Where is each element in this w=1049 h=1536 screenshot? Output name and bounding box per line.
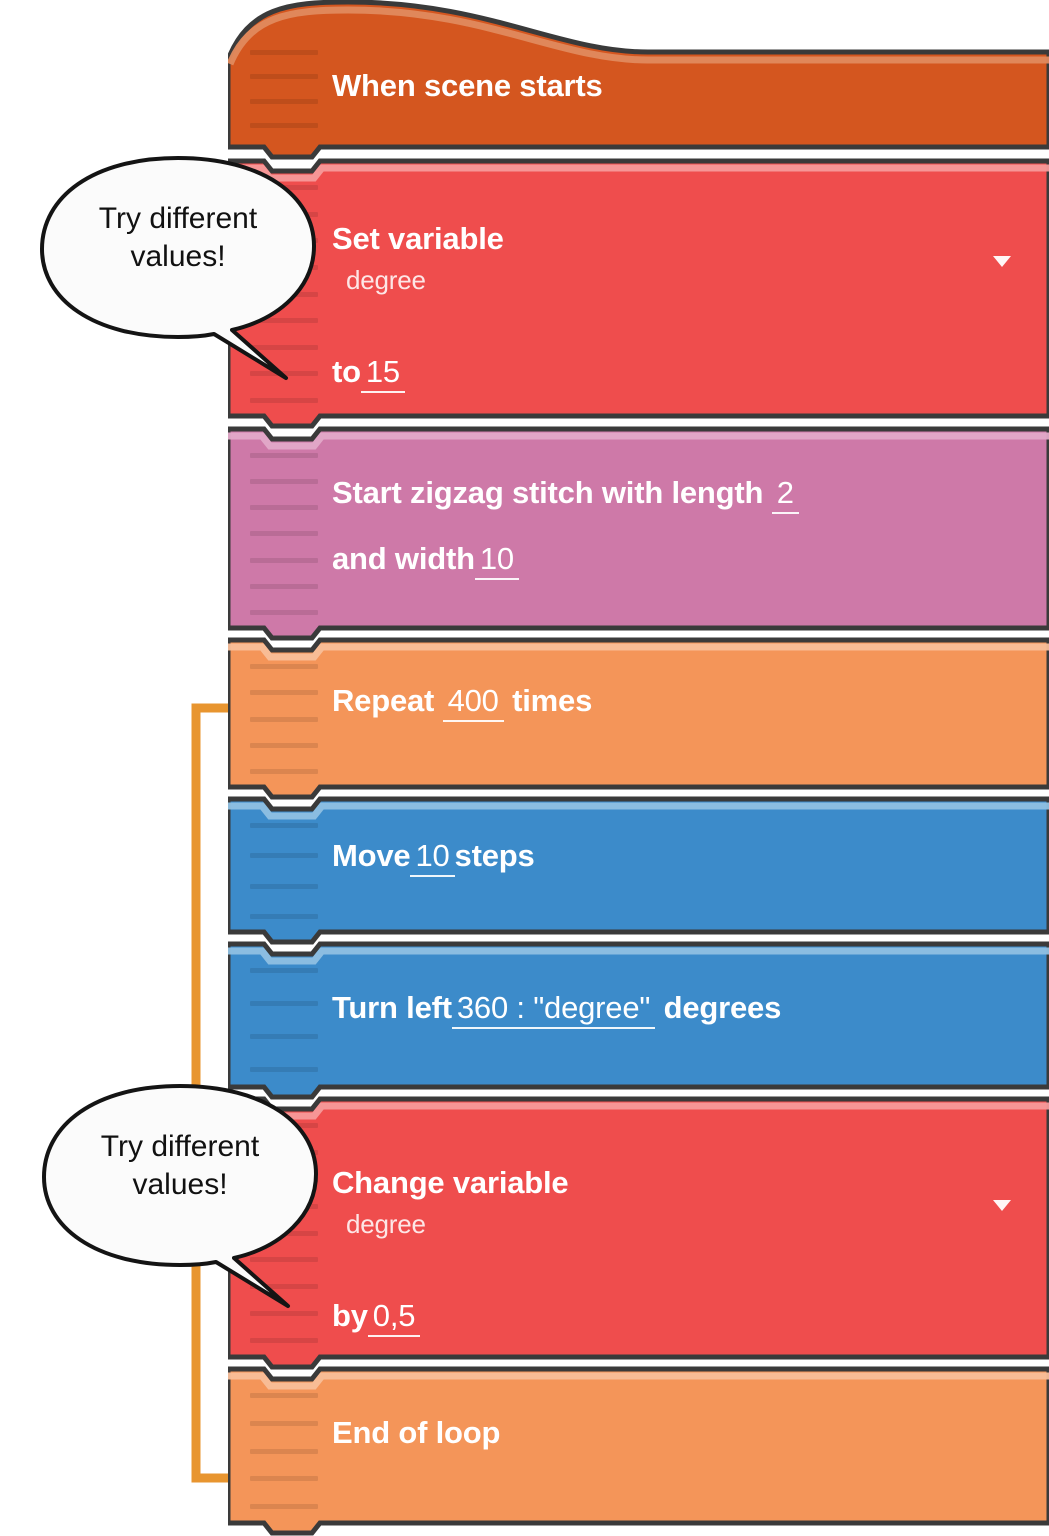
hint-bubble-top: Try different values! [18,150,338,390]
grip-line [250,1311,318,1317]
grip-line [250,968,318,973]
grip-line [250,769,318,774]
zigzag-width-label: and width [332,541,475,576]
block-repeat[interactable]: Repeat 400 times [228,636,1049,800]
grip-line [250,50,318,55]
grip-line [250,74,318,80]
zigzag-width-input[interactable]: 10 [474,541,519,580]
grip-line [250,1420,318,1426]
repeat-count-input[interactable]: 400 [442,683,504,722]
block-grip-handle[interactable] [250,664,318,774]
set-variable-value-input[interactable]: 15 [360,354,405,393]
grip-line [250,479,318,485]
hint-bubble-top-text: Try different values! [98,202,258,274]
move-steps-input[interactable]: 10 [410,838,455,877]
zigzag-length-row: Start zigzag stitch with length 2 [332,475,1049,514]
block-label-end-of-loop: End of loop [332,1415,501,1450]
grip-line [250,823,318,828]
turn-left-degrees-label: degrees [663,990,782,1025]
block-shape-loop-start [228,637,1049,800]
variable-name-degree[interactable]: degree [346,1209,426,1239]
block-shape-statement [228,158,1049,429]
grip-line [250,1338,318,1343]
grip-line [250,742,318,748]
block-end-of-loop[interactable]: End of loop [228,1365,1049,1536]
block-start-zigzag-stitch[interactable]: Start zigzag stitch with length 2 and wi… [228,425,1049,641]
by-label: by [332,1298,368,1333]
grip-line [250,557,318,563]
block-shape-statement [228,796,1049,945]
block-stack: When scene starts Set variable [228,0,1049,1536]
chevron-down-icon[interactable] [993,1200,1011,1211]
hint-bubble-bottom: Try different values! [28,1078,348,1318]
block-shape-loop-end [228,1366,1049,1536]
move-label: Move [332,838,411,873]
grip-line [250,1476,318,1482]
block-when-scene-starts[interactable]: When scene starts [228,0,1049,160]
grip-line [250,1257,318,1263]
zigzag-length-label: Start zigzag stitch with length [332,475,764,510]
grip-line [250,1067,318,1072]
block-label-change-variable: Change variable [332,1165,569,1200]
grip-line [250,122,318,128]
grip-line [250,1504,318,1509]
block-grip-handle[interactable] [250,453,318,615]
to-label: to [332,354,361,389]
grip-line [250,583,318,589]
grip-line [250,716,318,722]
repeat-row: Repeat 400 times [332,683,1049,722]
block-grip-handle[interactable] [250,50,318,128]
block-label-when-scene-starts: When scene starts [332,68,603,103]
grip-line [250,1034,318,1039]
block-grip-handle[interactable] [250,968,318,1072]
change-variable-value-input[interactable]: 0,5 [367,1298,421,1337]
variable-name-degree[interactable]: degree [346,265,426,295]
turn-left-angle-input[interactable]: 360 : "degree" [451,990,656,1029]
block-grip-handle[interactable] [250,1393,318,1509]
block-shape-statement [228,426,1049,641]
hint-bubble-top-shape [40,156,316,380]
grip-line [250,883,318,889]
repeat-label: Repeat [332,683,435,718]
grip-line [250,531,318,537]
block-label-set-variable: Set variable [332,221,504,256]
chevron-down-icon[interactable] [993,256,1011,267]
grip-line [250,1001,318,1006]
hint-bubble-bottom-shape [42,1084,318,1308]
grip-line [250,664,318,669]
block-grip-handle[interactable] [250,823,318,919]
grip-line [250,398,318,403]
grip-line [250,318,318,324]
turn-left-label: Turn left [332,990,452,1025]
hint-bubble-bottom-text: Try different values! [100,1130,260,1202]
grip-line [250,344,318,350]
grip-line [250,690,318,696]
move-steps-label: steps [454,838,535,873]
grip-line [250,453,318,458]
grip-line [250,1448,318,1454]
grip-line [250,853,318,859]
grip-line [250,1393,318,1398]
block-shape-statement [228,941,1049,1100]
grip-line [250,98,318,104]
grip-line [250,1284,318,1290]
grip-line [250,505,318,511]
grip-line [250,913,318,919]
zigzag-length-input[interactable]: 2 [771,475,799,514]
grip-line [250,609,318,615]
block-shape-hat [228,0,1049,160]
repeat-times-label: times [512,683,593,718]
